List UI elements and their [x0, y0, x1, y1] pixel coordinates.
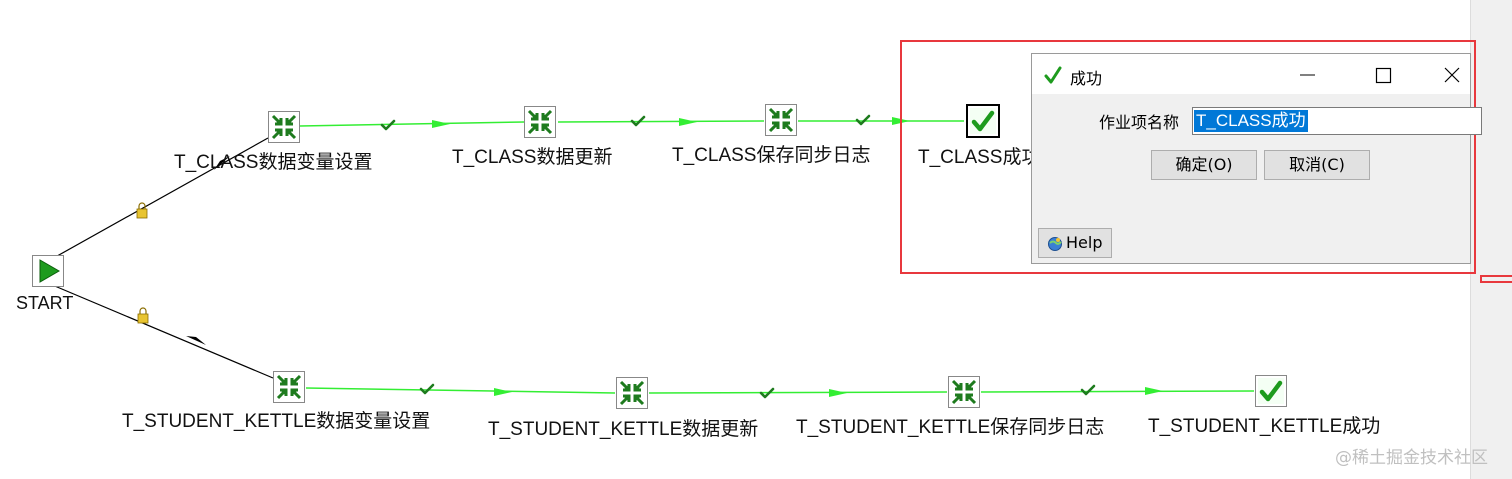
help-button[interactable]: Help	[1038, 228, 1112, 258]
scroll-highlight-marker	[1480, 275, 1512, 283]
hop-row1-2[interactable]	[557, 120, 765, 123]
job-canvas[interactable]: START T_CLASS数据变量设置 T_CLASS数据更新 T_CLASS保…	[0, 0, 1470, 479]
row2-step2-label: T_STUDENT_KETTLE数据更新	[488, 419, 759, 440]
row2-step2-node[interactable]	[616, 377, 648, 409]
close-icon	[1444, 67, 1460, 83]
job-name-label: 作业项名称	[1099, 113, 1180, 132]
job-name-input[interactable]	[1192, 107, 1482, 135]
dialog-title: 成功	[1070, 69, 1103, 88]
row2-step3-node[interactable]	[948, 376, 980, 408]
variable-transform-icon	[271, 114, 297, 140]
maximize-button[interactable]	[1360, 54, 1406, 94]
variable-transform-icon	[768, 107, 794, 133]
minimize-button[interactable]	[1282, 54, 1328, 94]
row1-step2-label: T_CLASS数据更新	[452, 147, 613, 168]
start-node[interactable]	[32, 255, 64, 287]
close-button[interactable]	[1428, 54, 1474, 94]
hop-connections	[49, 114, 1255, 399]
row2-step1-node[interactable]	[273, 371, 305, 403]
variable-transform-icon	[527, 109, 553, 135]
hop-start-row2[interactable]	[49, 283, 274, 379]
help-globe-icon	[1048, 237, 1062, 251]
cancel-button[interactable]: 取消(C)	[1264, 150, 1370, 180]
hop-lock-icons	[136, 202, 149, 324]
hop-check-icons	[380, 114, 1096, 399]
row2-step3-label: T_STUDENT_KETTLE保存同步日志	[796, 417, 1105, 438]
variable-transform-icon	[276, 374, 302, 400]
minimize-icon	[1300, 74, 1315, 76]
row1-step1-label: T_CLASS数据变量设置	[174, 152, 373, 173]
variable-transform-icon	[951, 379, 977, 405]
watermark-text: @稀土掘金技术社区	[1335, 448, 1488, 468]
hop-arrowheads	[432, 117, 1163, 397]
ok-button[interactable]: 确定(O)	[1151, 150, 1257, 180]
row1-step2-node[interactable]	[524, 106, 556, 138]
row2-step1-label: T_STUDENT_KETTLE数据变量设置	[122, 411, 431, 432]
check-icon	[1258, 378, 1284, 404]
row1-step1-node[interactable]	[268, 111, 300, 143]
hop-row1-1[interactable]	[299, 121, 525, 127]
success-dialog: 成功 作业项名称 T_CLASS成功 确定(O) 取消(C) Help	[1031, 53, 1482, 264]
check-icon	[1044, 66, 1062, 84]
check-icon	[970, 108, 996, 134]
row1-step3-label: T_CLASS保存同步日志	[672, 145, 871, 166]
row2-success-label: T_STUDENT_KETTLE成功	[1148, 416, 1381, 437]
row1-success-node[interactable]	[966, 104, 1000, 138]
hop-row2-1[interactable]	[305, 387, 616, 394]
vertical-scrollbar[interactable]	[1470, 0, 1512, 479]
row1-step3-node[interactable]	[765, 104, 797, 136]
dialog-titlebar[interactable]: 成功	[1032, 54, 1470, 94]
hop-start-row1[interactable]	[49, 137, 269, 261]
hop-row2-3[interactable]	[980, 390, 1255, 393]
variable-transform-icon	[619, 380, 645, 406]
help-label: Help	[1066, 233, 1103, 252]
play-icon	[39, 259, 60, 283]
maximize-icon	[1375, 67, 1392, 84]
row2-success-node[interactable]	[1255, 375, 1287, 407]
hop-row2-2[interactable]	[648, 391, 948, 394]
row1-success-label: T_CLASS成功	[918, 147, 1041, 168]
start-label: START	[16, 293, 74, 313]
